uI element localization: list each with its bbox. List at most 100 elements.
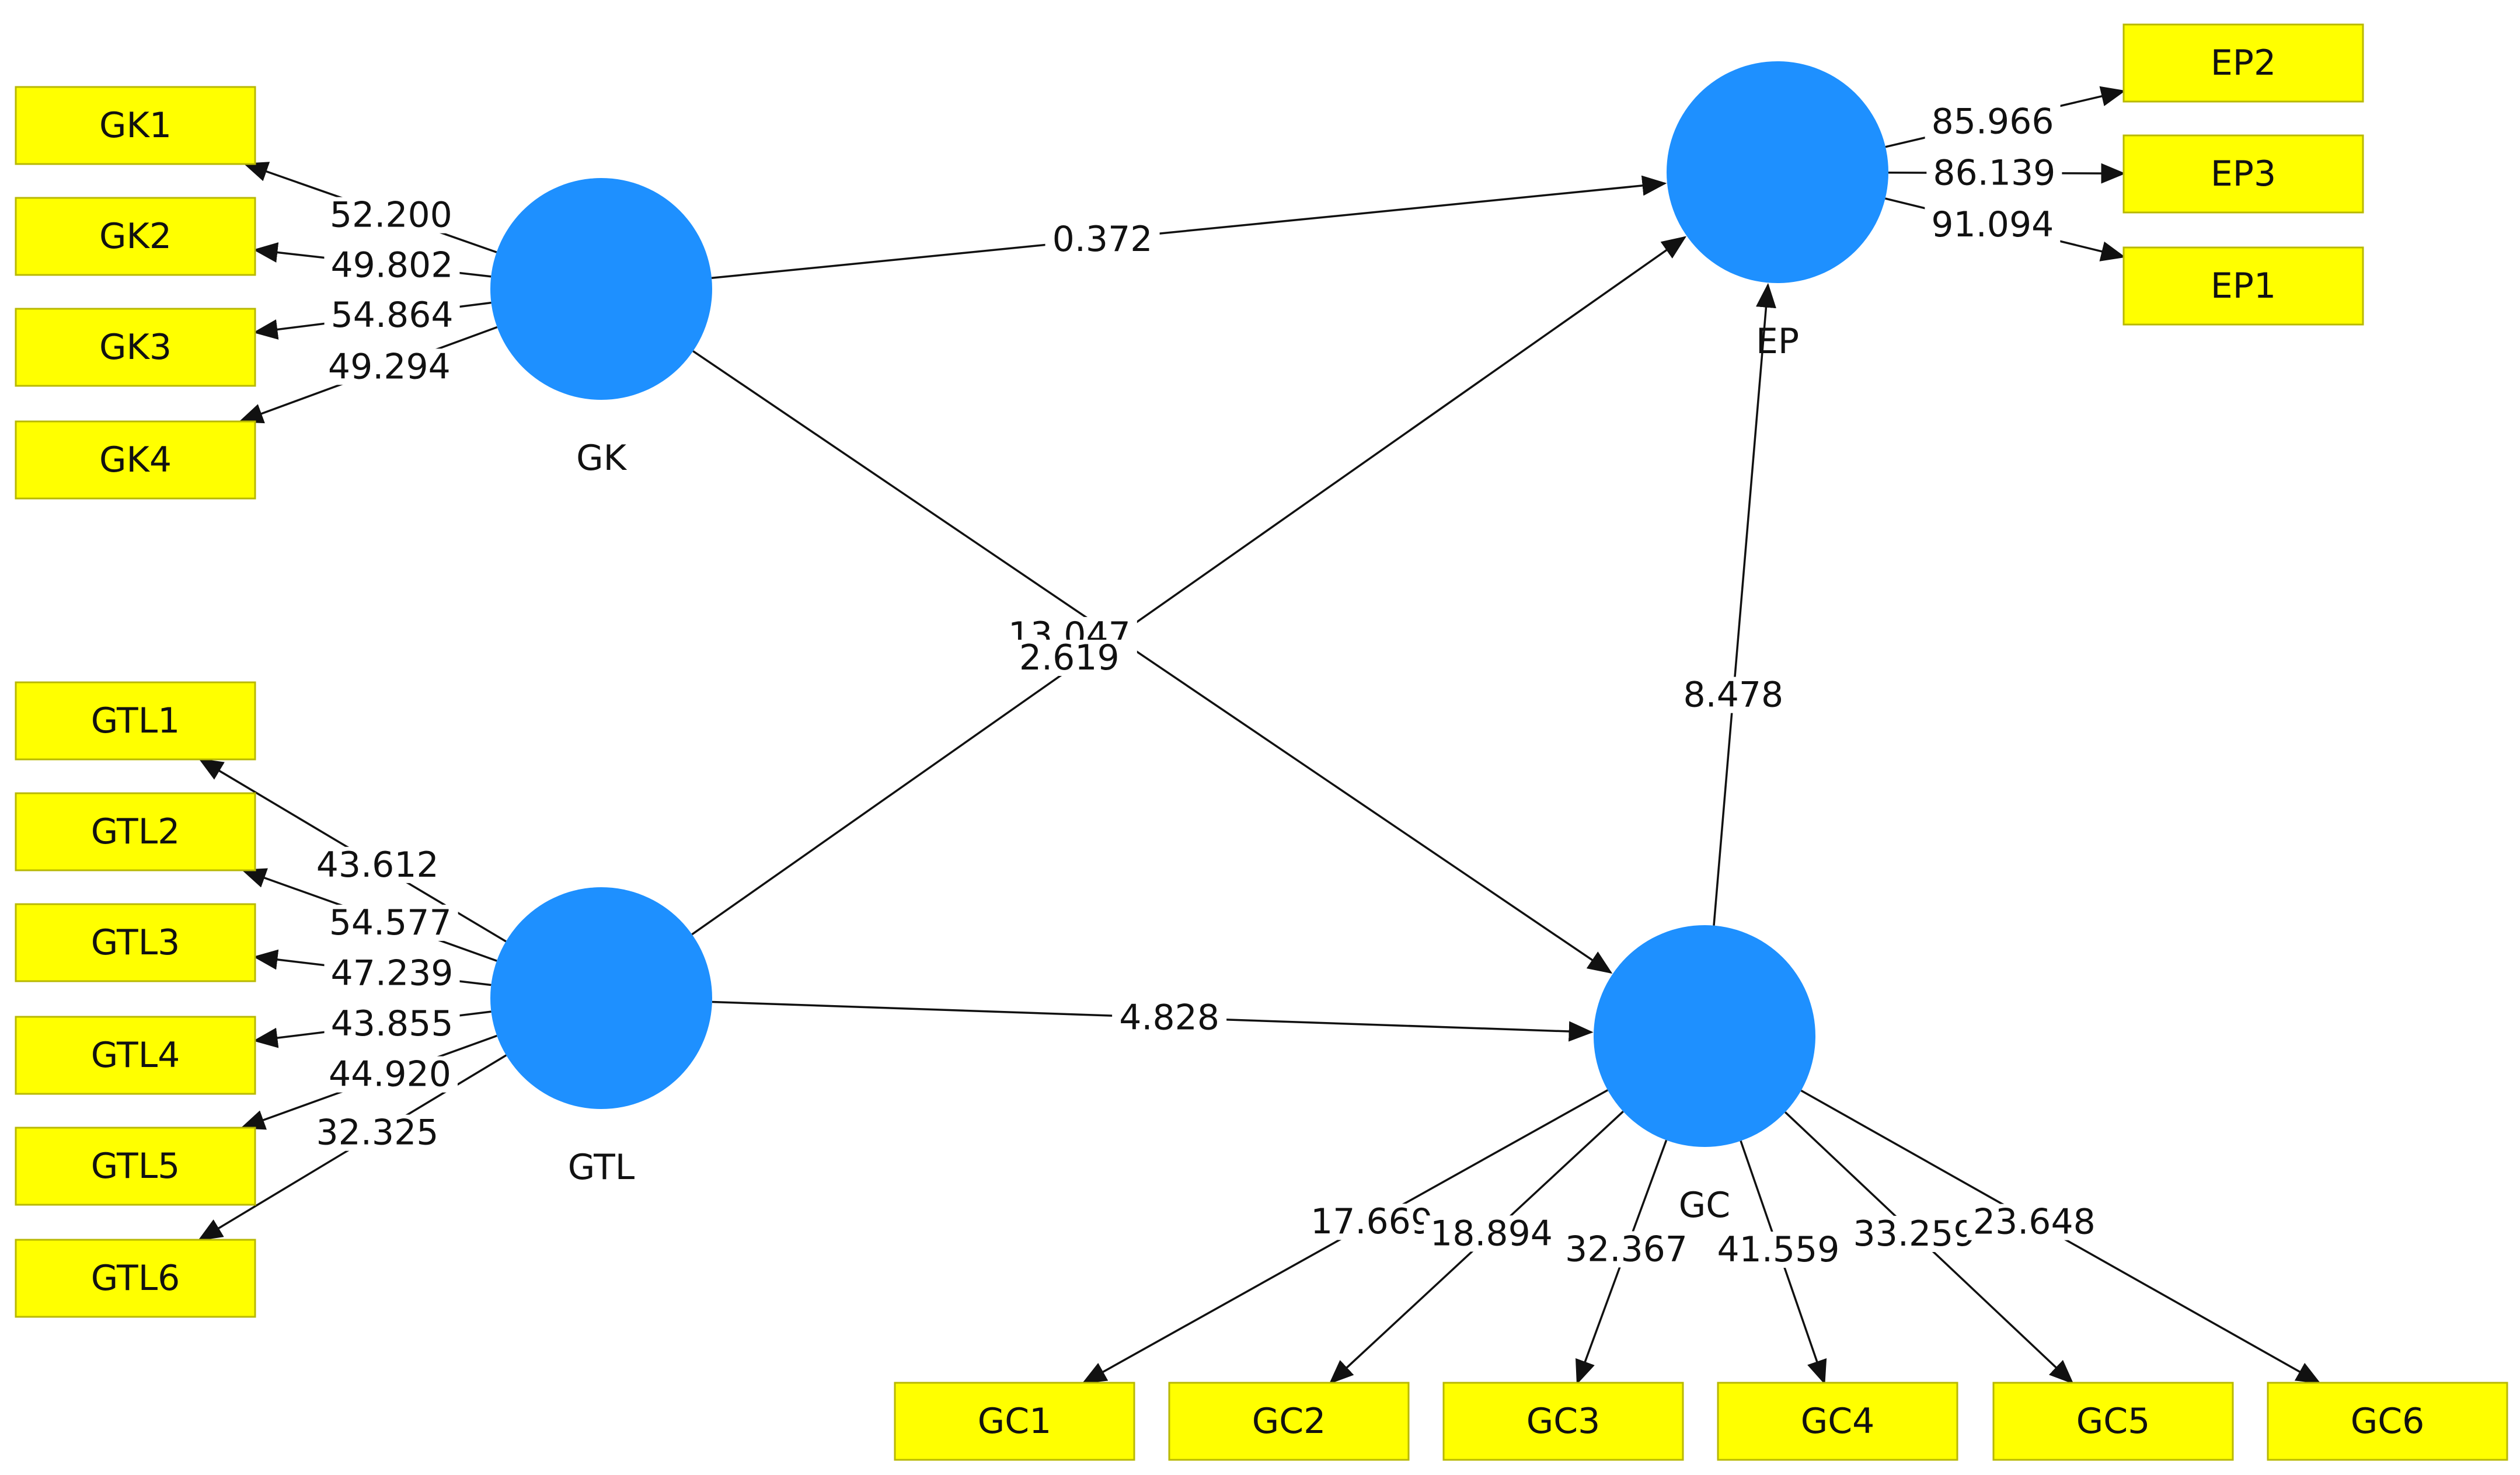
indicator-label-gc1: GC1	[978, 1401, 1052, 1442]
indicator-label-gtl5: GTL5	[91, 1146, 180, 1187]
latent-circle-ep[interactable]	[1667, 61, 1888, 283]
latent-circle-gtl[interactable]	[490, 887, 712, 1109]
loading-value-gk3: 54.864	[324, 295, 460, 336]
indicator-gtl4[interactable]: GTL4	[15, 1016, 256, 1095]
indicator-ep2[interactable]: EP2	[2122, 23, 2364, 103]
indicator-box-gk4[interactable]	[15, 420, 256, 500]
indicator-label-gc3: GC3	[1526, 1401, 1601, 1442]
indicator-gtl6[interactable]: GTL6	[15, 1239, 256, 1318]
indicator-gc6[interactable]: GC6	[2267, 1382, 2508, 1461]
indicator-gk3[interactable]: GK3	[15, 308, 256, 387]
indicator-box-gtl2[interactable]	[15, 792, 256, 871]
loading-value-gc6: 23.648	[1966, 1202, 2102, 1243]
latent-label-gc: GC	[1679, 1185, 1730, 1226]
indicator-label-gc2: GC2	[1252, 1401, 1326, 1442]
indicator-gk4[interactable]: GK4	[15, 420, 256, 500]
svg-text:32.367: 32.367	[1565, 1229, 1688, 1270]
path-coefficient-gtl-ep: 2.619	[1012, 637, 1127, 678]
indicator-box-gtl4[interactable]	[15, 1016, 256, 1095]
latent-circle-gk[interactable]	[490, 178, 712, 400]
indicator-label-gtl4: GTL4	[91, 1035, 180, 1076]
indicator-box-ep3[interactable]	[2122, 134, 2364, 214]
indicator-gk1[interactable]: GK1	[15, 86, 256, 165]
indicator-gtl2[interactable]: GTL2	[15, 792, 256, 871]
svg-text:54.864: 54.864	[331, 295, 454, 336]
indicator-box-gk2[interactable]	[15, 197, 256, 276]
indicator-box-ep2[interactable]	[2122, 23, 2364, 103]
node-layer: GK GTL EP GC GK1GK2GK3GK4GTL1GTL2GTL3GTL4GTL…	[15, 23, 2508, 1461]
svg-text:44.920: 44.920	[329, 1054, 451, 1095]
path-arrow-gc-ep	[1713, 283, 1776, 926]
indicator-gc2[interactable]: GC2	[1168, 1382, 1410, 1461]
latent-ep[interactable]: EP	[1667, 61, 1888, 362]
indicator-gc5[interactable]: GC5	[1992, 1382, 2234, 1461]
indicator-gtl3[interactable]: GTL3	[15, 903, 256, 982]
indicator-gc1[interactable]: GC1	[894, 1382, 1135, 1461]
svg-text:4.828: 4.828	[1119, 997, 1219, 1038]
indicator-box-gc5[interactable]	[1992, 1382, 2234, 1461]
indicator-label-gc4: GC4	[1801, 1401, 1875, 1442]
indicator-label-ep2: EP2	[2211, 43, 2276, 83]
loading-value-gk4: 49.294	[321, 346, 457, 387]
loading-value-gtl6: 32.325	[309, 1113, 445, 1153]
indicator-box-gc3[interactable]	[1442, 1382, 1684, 1461]
indicator-box-gtl1[interactable]	[15, 681, 256, 761]
loading-value-gc3: 32.367	[1559, 1229, 1695, 1270]
svg-text:8.478: 8.478	[1683, 675, 1783, 716]
svg-text:41.559: 41.559	[1717, 1229, 1839, 1270]
indicator-box-gtl5[interactable]	[15, 1127, 256, 1206]
latent-gtl[interactable]: GTL	[490, 887, 712, 1188]
loading-value-gc5: 33.259	[1846, 1214, 1982, 1254]
path-arrow-gtl-ep	[691, 236, 1687, 936]
indicator-box-gc2[interactable]	[1168, 1382, 1410, 1461]
svg-text:2.619: 2.619	[1019, 637, 1120, 678]
svg-text:52.200: 52.200	[330, 195, 452, 236]
indicator-label-gk1: GK1	[99, 105, 172, 146]
indicator-box-gc6[interactable]	[2267, 1382, 2508, 1461]
latent-label-gk: GK	[576, 438, 627, 479]
loading-value-gtl4: 43.855	[324, 1003, 460, 1044]
indicator-label-gk4: GK4	[99, 440, 172, 480]
svg-text:17.669: 17.669	[1310, 1201, 1433, 1242]
indicator-gtl5[interactable]: GTL5	[15, 1127, 256, 1206]
indicator-gtl1[interactable]: GTL1	[15, 681, 256, 761]
indicator-gk2[interactable]: GK2	[15, 197, 256, 276]
indicator-box-gk1[interactable]	[15, 86, 256, 165]
indicator-label-gtl3: GTL3	[91, 922, 180, 963]
svg-text:33.259: 33.259	[1853, 1214, 1976, 1254]
indicator-box-gc1[interactable]	[894, 1382, 1135, 1461]
svg-text:18.894: 18.894	[1430, 1213, 1553, 1254]
latent-circle-gc[interactable]	[1594, 925, 1815, 1147]
indicator-label-gtl1: GTL1	[91, 700, 180, 741]
loading-value-ep1: 91.094	[1925, 204, 2061, 245]
path-arrow-gk-gc	[692, 350, 1613, 974]
indicator-gc3[interactable]: GC3	[1442, 1382, 1684, 1461]
loading-value-gtl3: 47.239	[324, 953, 460, 993]
indicator-box-gtl6[interactable]	[15, 1239, 256, 1318]
indicator-label-gk2: GK2	[99, 216, 172, 257]
indicator-label-ep3: EP3	[2211, 154, 2276, 194]
latent-gk[interactable]: GK	[490, 178, 712, 479]
indicator-gc4[interactable]: GC4	[1717, 1382, 1958, 1461]
svg-text:47.239: 47.239	[331, 953, 454, 993]
loading-value-gtl5: 44.920	[322, 1054, 458, 1095]
indicator-ep1[interactable]: EP1	[2122, 246, 2364, 326]
svg-text:91.094: 91.094	[1931, 204, 2054, 245]
indicator-ep3[interactable]: EP3	[2122, 134, 2364, 214]
loading-value-gk1: 52.200	[323, 195, 459, 236]
indicator-box-ep1[interactable]	[2122, 246, 2364, 326]
svg-text:32.325: 32.325	[316, 1113, 439, 1153]
indicator-box-gc4[interactable]	[1717, 1382, 1958, 1461]
indicator-box-gk3[interactable]	[15, 308, 256, 387]
loading-value-gk2: 49.802	[324, 245, 460, 286]
indicator-box-gtl3[interactable]	[15, 903, 256, 982]
latent-label-ep: EP	[1756, 321, 1799, 362]
svg-text:49.294: 49.294	[328, 346, 451, 387]
latent-gc[interactable]: GC	[1594, 925, 1815, 1226]
svg-text:54.577: 54.577	[329, 902, 452, 943]
svg-text:43.612: 43.612	[316, 845, 439, 885]
indicator-label-gtl2: GTL2	[91, 811, 180, 852]
path-coefficient-gk-ep: 0.372	[1045, 219, 1160, 260]
svg-text:86.139: 86.139	[1933, 152, 2055, 193]
